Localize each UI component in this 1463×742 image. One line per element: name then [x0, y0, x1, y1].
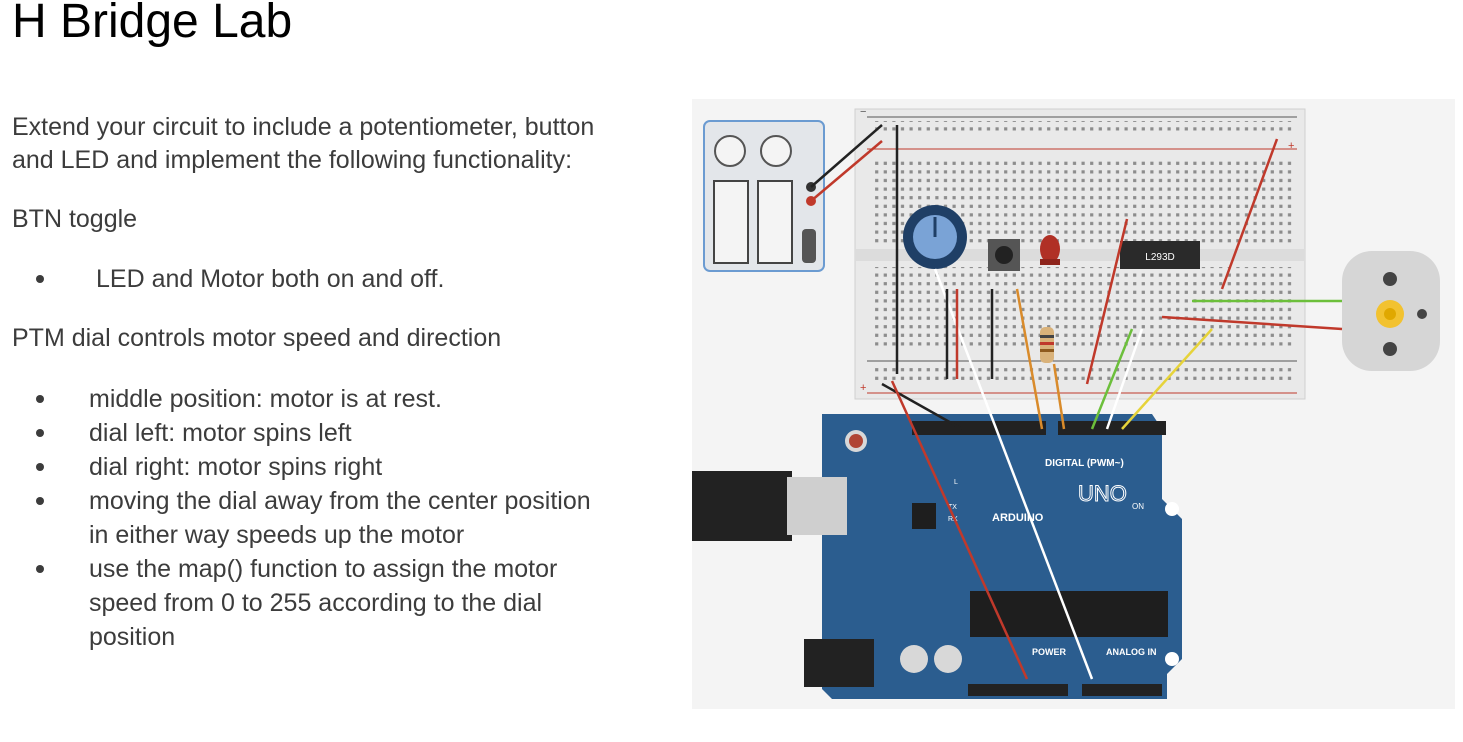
section-heading-btn: BTN toggle [12, 205, 138, 233]
push-button [988, 239, 1020, 271]
bullet-led-motor: LED and Motor both on and off. [96, 265, 445, 293]
page-title: H Bridge Lab [12, 0, 293, 48]
analog-label: ANALOG IN [1106, 647, 1157, 657]
circuit-diagram: − + + L293D [692, 99, 1455, 709]
battery-pack [703, 120, 825, 272]
tx-label: TX [948, 504, 957, 511]
section-heading-ptm: PTM dial controls motor speed and direct… [12, 324, 502, 352]
bullet-dot [36, 275, 44, 283]
rail-plus-label: + [1288, 140, 1294, 152]
arduino-uno: DIGITAL (PWM~) ARDUINO UNO ON TX RX L PO… [692, 414, 1182, 699]
uno-label: UNO [1078, 481, 1127, 506]
bullet-away-line-2: in either way speeds up the motor [89, 521, 465, 549]
bullet-away-line-1: moving the dial away from the center pos… [89, 487, 591, 515]
bullet-map-line-1: use the map() function to assign the mot… [89, 555, 558, 583]
bullet-dot [36, 395, 44, 403]
digital-label: DIGITAL (PWM~) [1045, 458, 1124, 469]
bullet-map-line-2: speed from 0 to 255 according to the dia… [89, 589, 543, 617]
bullet-dial-right: dial right: motor spins right [89, 453, 383, 481]
bullet-dial-left: dial left: motor spins left [89, 419, 352, 447]
bullet-dot [36, 463, 44, 471]
l293d-chip: L293D [1120, 241, 1200, 269]
rx-label: RX [948, 516, 958, 523]
power-label: POWER [1032, 647, 1067, 657]
led [1040, 235, 1060, 265]
bullet-dot [36, 565, 44, 573]
bullet-dot [36, 429, 44, 437]
rail-plus-label-bottom: + [860, 382, 866, 394]
l-label: L [954, 479, 958, 486]
intro-line-1: Extend your circuit to include a potenti… [12, 113, 595, 141]
bullet-dot [36, 497, 44, 505]
on-label: ON [1132, 502, 1144, 511]
intro-line-2: and LED and implement the following func… [12, 146, 573, 174]
dc-motor [1342, 251, 1440, 371]
arduino-brand: ARDUINO [992, 512, 1044, 524]
bullet-middle: middle position: motor is at rest. [89, 385, 442, 413]
resistor [1040, 327, 1054, 363]
potentiometer [903, 205, 967, 269]
bullet-map-line-3: position [89, 623, 176, 651]
rail-minus-label: − [860, 106, 866, 118]
chip-label: L293D [1145, 252, 1174, 263]
wires [810, 124, 1343, 680]
